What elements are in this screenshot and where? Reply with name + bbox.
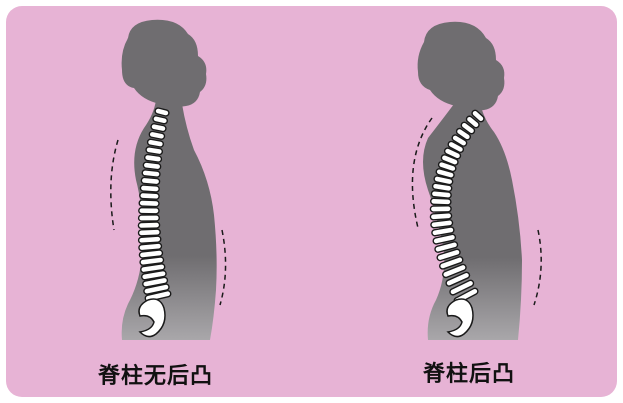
normal-posture-figure: [60, 0, 260, 345]
vertebra: [138, 222, 159, 229]
head-silhouette: [418, 22, 505, 112]
vertebra: [141, 177, 160, 185]
vertebra: [140, 192, 160, 199]
back-curve-guide: [111, 140, 118, 230]
caption-kyphosis: 脊柱后凸: [423, 356, 515, 388]
vertebra: [140, 185, 159, 192]
lower-back-curve-guide: [220, 230, 226, 305]
lower-back-curve-guide: [534, 230, 541, 305]
vertebra: [138, 236, 161, 243]
body-silhouette: [122, 100, 217, 340]
vertebra: [430, 206, 451, 212]
vertebra: [138, 229, 160, 236]
vertebra: [139, 200, 159, 207]
vertebra: [142, 170, 160, 178]
kyphosis-posture-figure: [366, 0, 566, 345]
vertebra: [431, 198, 451, 205]
caption-no-kyphosis: 脊柱无后凸: [98, 358, 213, 390]
vertebra: [430, 213, 452, 220]
vertebra: [139, 208, 159, 214]
vertebra: [431, 190, 451, 198]
head-silhouette: [122, 20, 207, 108]
vertebra: [139, 215, 160, 221]
vertebra: [143, 162, 161, 170]
